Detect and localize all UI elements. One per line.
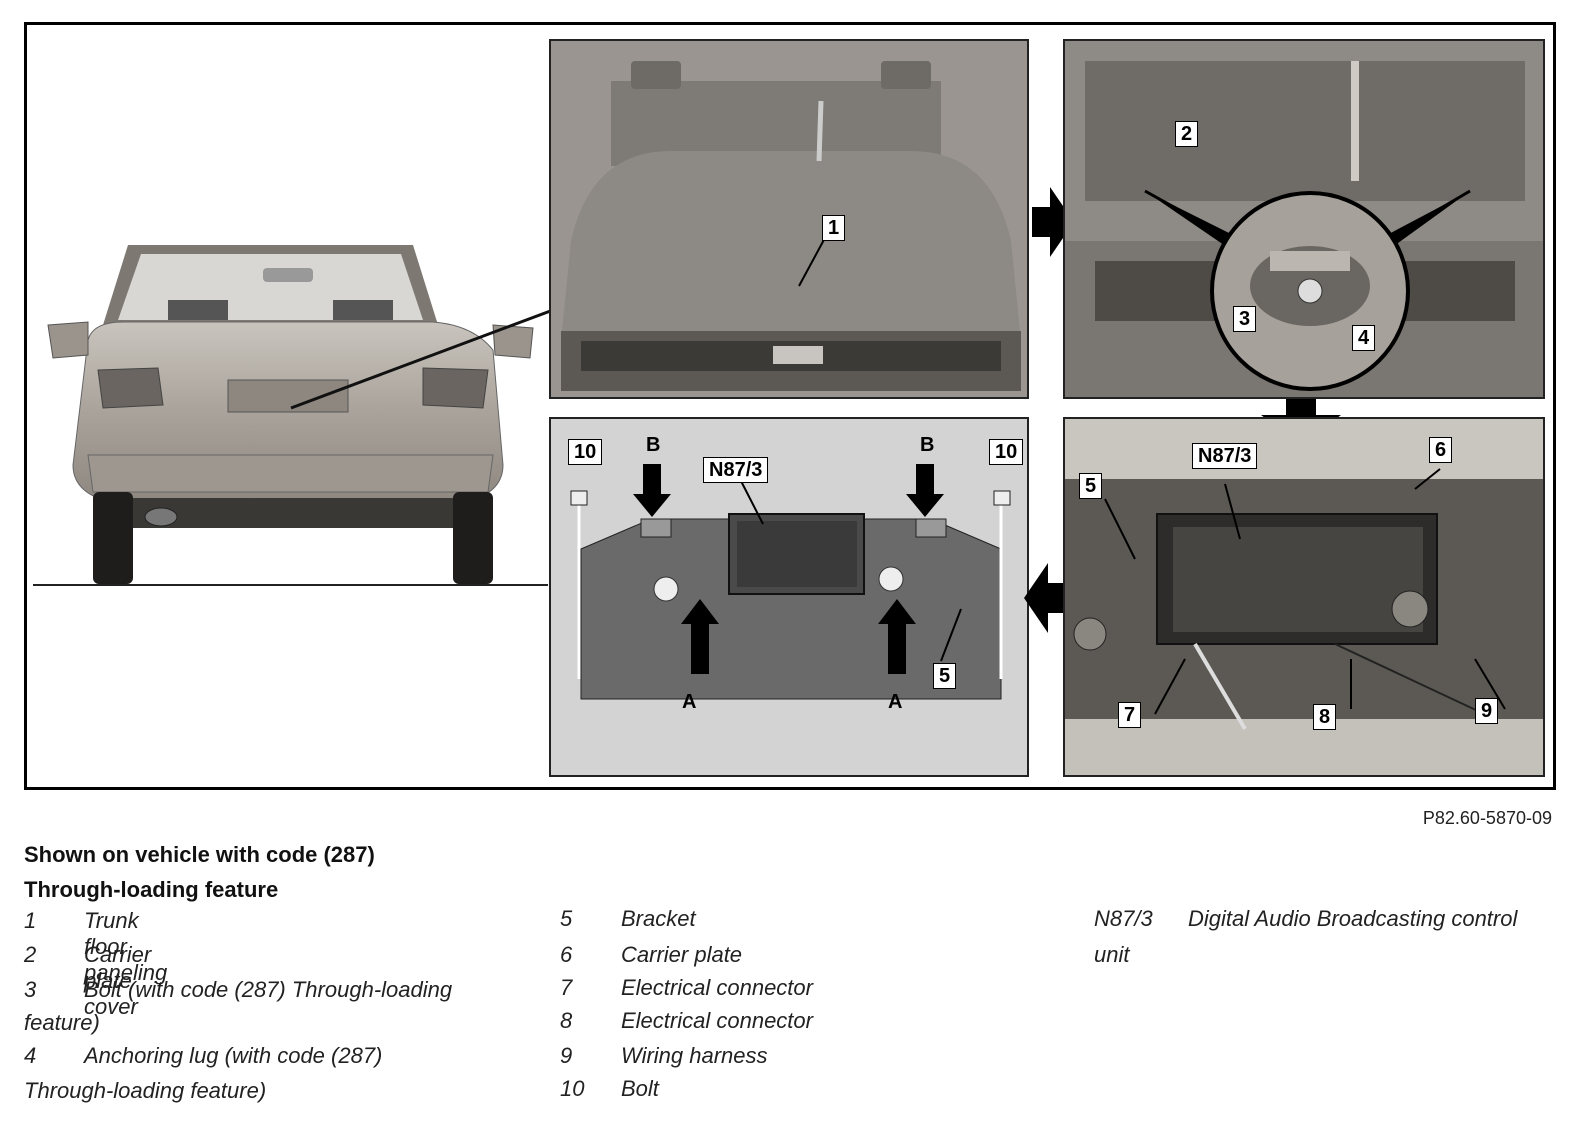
unit-installed-photo: [1063, 417, 1545, 777]
callout-10-right: 10: [989, 439, 1024, 465]
callout-1: 1: [822, 215, 846, 241]
callout-b-left: B: [646, 434, 661, 456]
callout-6: 6: [1429, 437, 1453, 463]
callout-n87-3-installed: N87/3: [1192, 443, 1258, 469]
callout-5-removed: 5: [933, 663, 957, 689]
arrow-right-icon: [1032, 187, 1074, 262]
callout-2: 2: [1175, 121, 1199, 147]
vehicle-rear-view: [33, 230, 554, 590]
callout-b-right: B: [920, 434, 935, 456]
arrow-left-icon: [1024, 563, 1066, 638]
callout-4: 4: [1352, 325, 1376, 351]
callout-9: 9: [1475, 698, 1499, 724]
illustration-frame: 1 2 3 4: [24, 22, 1556, 790]
callout-n87-3-removed: N87/3: [703, 457, 769, 483]
callout-8: 8: [1313, 704, 1337, 730]
callout-a-left: A: [682, 691, 697, 713]
legend-column-1: 1 Trunk floor paneling 2 Carrier plate c…: [24, 908, 453, 1103]
legend-column-3: N87/3 Digital Audio Broadcasting control…: [1094, 906, 1518, 967]
callout-7: 7: [1118, 702, 1142, 728]
figure-reference: P82.60-5870-09: [1422, 808, 1552, 828]
callout-a-right: A: [888, 691, 903, 713]
legend-column-2: 5 Bracket 6 Carrier plate 7 Electrical c…: [560, 906, 813, 1101]
callout-3: 3: [1233, 306, 1257, 332]
trunk-photo: [549, 39, 1029, 399]
callout-10-left: 10: [568, 439, 603, 465]
caption-line-2: Through-loading feature: [24, 877, 279, 902]
caption-line-1: Shown on vehicle with code (287): [24, 842, 375, 867]
callout-5-installed: 5: [1079, 473, 1103, 499]
carrier-plate-photo: [1063, 39, 1545, 399]
unit-removed-drawing: [549, 417, 1029, 777]
